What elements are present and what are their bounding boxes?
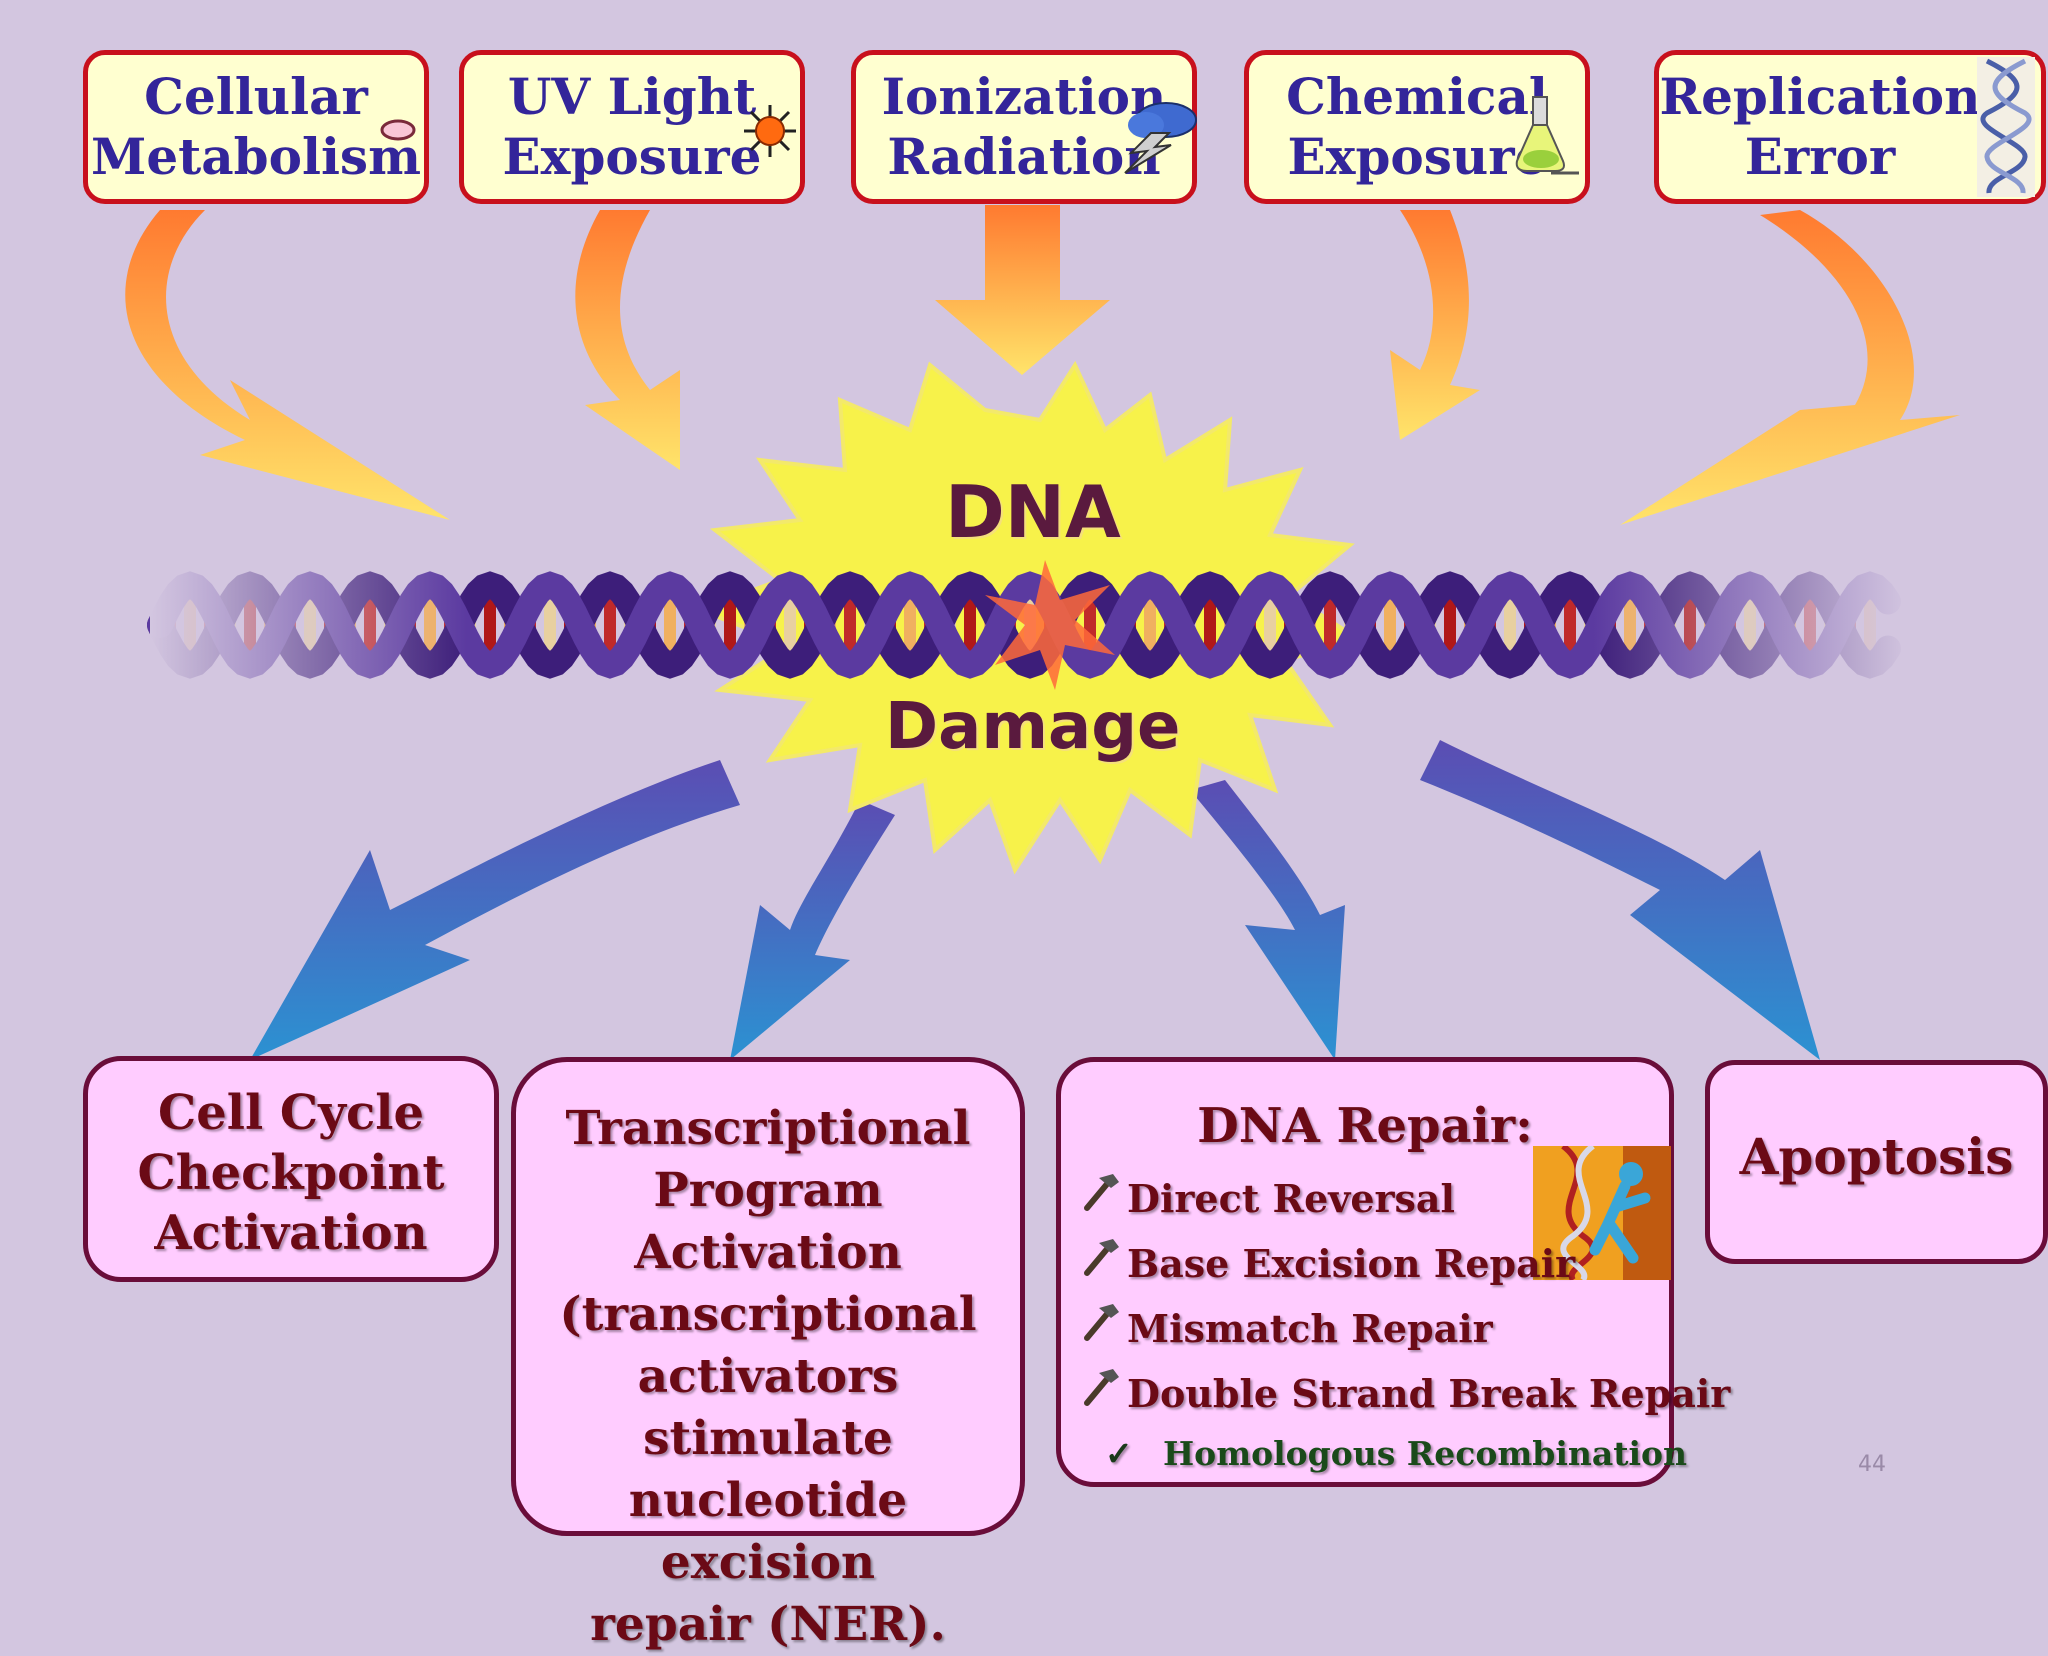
arrow-from-uv-light xyxy=(575,210,680,470)
storm-cloud-icon xyxy=(1124,102,1197,174)
oval-icon xyxy=(380,119,416,141)
cause-line: Exposure xyxy=(1287,127,1547,186)
cause-line: Replication xyxy=(1659,67,1981,126)
damage-spark xyxy=(985,560,1115,690)
dna-helix-icon xyxy=(1977,57,2035,197)
outcome-line: repair (NER). xyxy=(590,1597,946,1652)
hammer-icon xyxy=(1081,1367,1127,1416)
outgoing-arrows xyxy=(250,740,1820,1060)
cause-ionization-radiation: Ionization Radiation xyxy=(851,50,1197,204)
arrow-to-checkpoint xyxy=(250,760,740,1060)
outcome-cell-cycle-checkpoint: Cell Cycle Checkpoint Activation xyxy=(83,1056,499,1282)
arrow-to-apoptosis xyxy=(1420,740,1820,1060)
outcome-line: Program Activation xyxy=(634,1163,902,1280)
arrow-to-transcription xyxy=(730,800,895,1060)
cause-line: Metabolism xyxy=(90,127,421,186)
diagram: DNA Damage Cellular Metabolism UV Light … xyxy=(83,50,2048,1652)
flask-icon xyxy=(1515,96,1579,175)
outcome-line: activators stimulate xyxy=(637,1349,899,1466)
arrow-from-ionization xyxy=(935,205,1110,375)
cause-chemical-exposure: Chemical Exposure xyxy=(1244,50,1590,204)
outcome-apoptosis: Apoptosis xyxy=(1705,1060,2048,1264)
hammer-icon xyxy=(1081,1302,1127,1351)
checkmark-icon: ✓ xyxy=(1105,1434,1133,1473)
hammer-icon xyxy=(1081,1237,1127,1286)
repair-item-label: Double Strand Break Repair xyxy=(1127,1371,1731,1416)
arrow-from-chemical xyxy=(1390,210,1480,440)
cause-cellular-metabolism: Cellular Metabolism xyxy=(83,50,429,204)
cause-line: Chemical xyxy=(1286,67,1548,126)
dna-helix xyxy=(147,560,1910,710)
arrow-from-cellular-metabolism xyxy=(125,210,450,520)
dna-person-image xyxy=(1533,1146,1671,1280)
repair-item: Double Strand Break Repair xyxy=(1081,1367,1730,1416)
repair-item-label: Direct Reversal xyxy=(1127,1176,1455,1221)
cause-line: UV Light xyxy=(507,67,757,126)
cause-line: Exposure xyxy=(502,127,762,186)
repair-item: Mismatch Repair xyxy=(1081,1302,1493,1351)
sun-icon xyxy=(744,105,796,157)
incoming-arrows xyxy=(125,205,1960,525)
outcome-transcriptional-program: Transcriptional Program Activation (tran… xyxy=(511,1057,1025,1652)
outcome-line: Checkpoint xyxy=(137,1145,445,1201)
repair-sub-item: ✓ Homologous Recombination xyxy=(1105,1434,1687,1473)
hammer-icon xyxy=(1081,1172,1127,1221)
outcome-line: Transcriptional xyxy=(565,1101,971,1156)
repair-item: Direct Reversal xyxy=(1081,1172,1455,1221)
arrow-from-replication-error xyxy=(1620,210,1960,525)
cause-uv-light: UV Light Exposure xyxy=(459,50,805,204)
page-number: 44 xyxy=(1858,1452,1886,1477)
cause-replication-error: Replication Error xyxy=(1654,50,2046,204)
outcome-line: nucleotide excision xyxy=(628,1473,908,1590)
outcome-line: (transcriptional xyxy=(559,1287,977,1342)
outcome-dna-repair: DNA Repair: Direct Reversal Base Excisio… xyxy=(1056,1057,1730,1487)
cause-line: Error xyxy=(1744,127,1896,186)
dna-label: DNA xyxy=(945,470,1121,554)
outcome-line: Cell Cycle xyxy=(157,1085,424,1141)
cause-line: Ionization xyxy=(881,67,1167,126)
cause-line: Radiation xyxy=(887,127,1161,186)
repair-item-label: Mismatch Repair xyxy=(1127,1306,1493,1351)
diagram-artwork xyxy=(125,205,1960,1060)
dna-repair-title: DNA Repair: xyxy=(1197,1098,1533,1154)
repair-sub-item-label: Homologous Recombination xyxy=(1163,1434,1688,1473)
outcome-line: Activation xyxy=(154,1205,428,1261)
damage-label: Damage xyxy=(885,690,1181,764)
apoptosis-label: Apoptosis xyxy=(1739,1127,2014,1186)
cause-line: Cellular xyxy=(144,67,368,126)
repair-item-label: Base Excision Repair xyxy=(1127,1241,1576,1286)
repair-item: Base Excision Repair xyxy=(1081,1237,1575,1286)
arrow-to-dna-repair xyxy=(1190,780,1345,1060)
